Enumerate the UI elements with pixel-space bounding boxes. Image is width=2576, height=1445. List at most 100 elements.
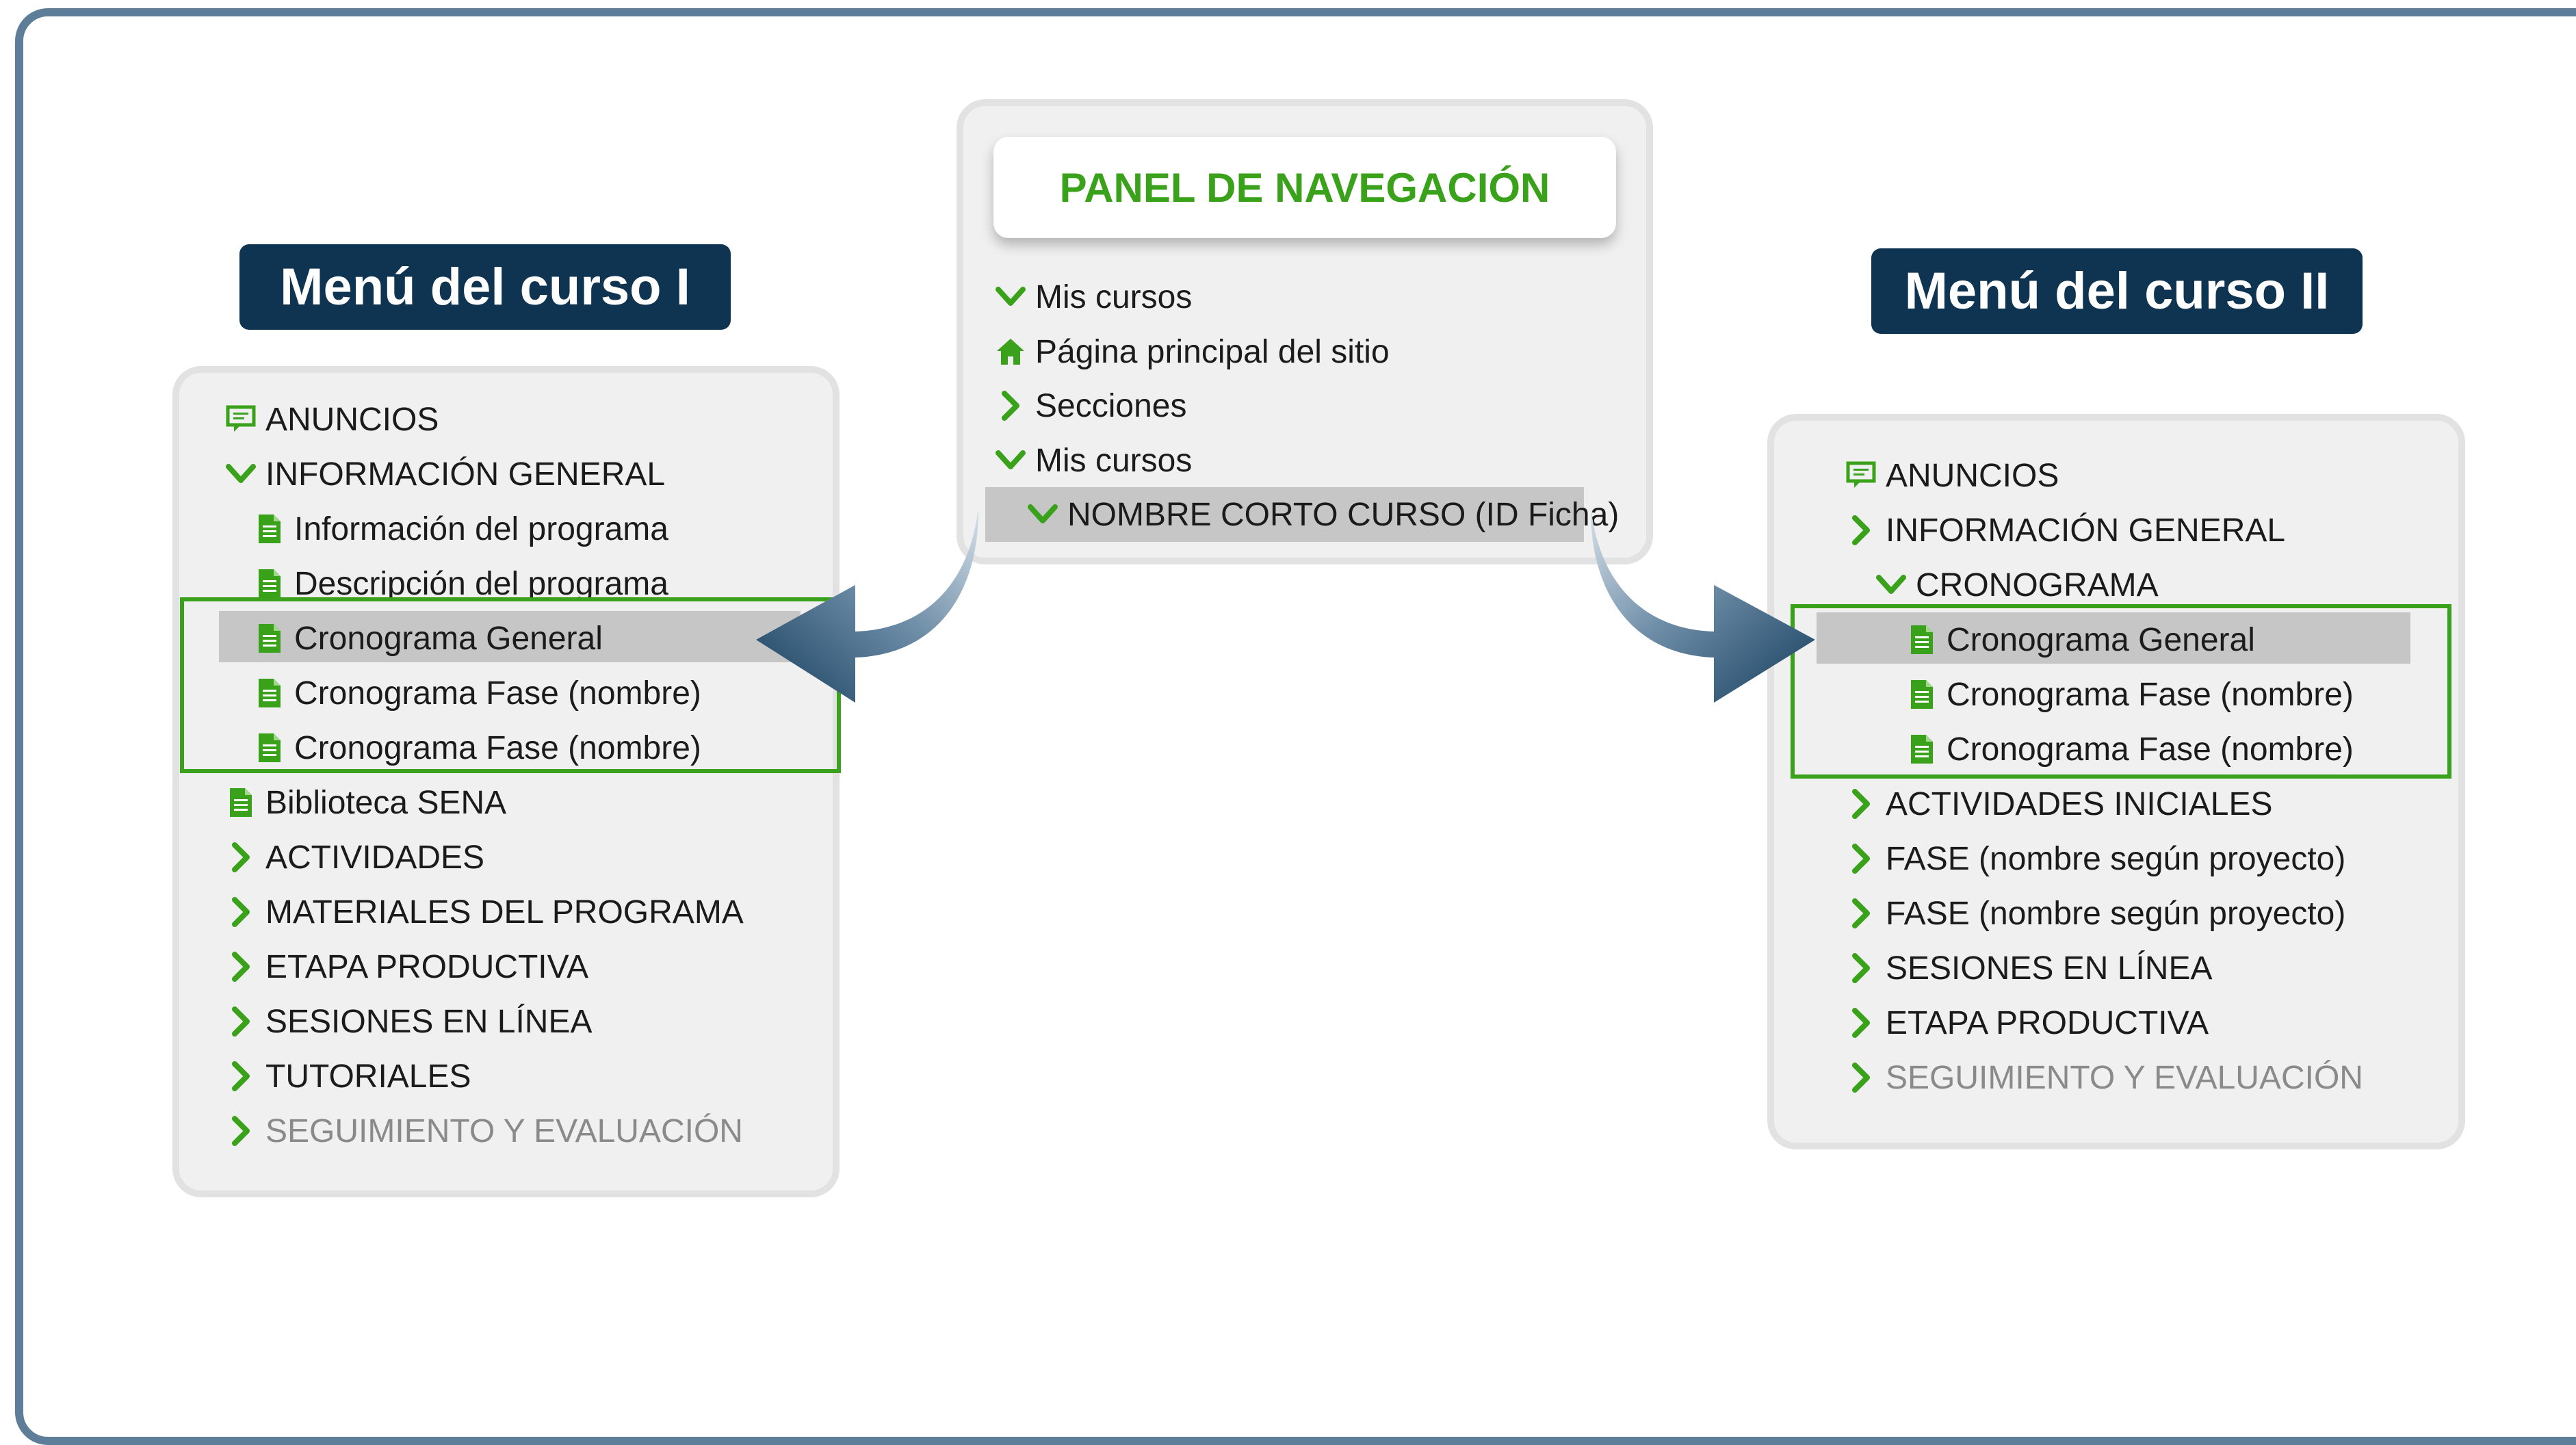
chevron-right-icon (226, 1002, 256, 1041)
right-menu-item[interactable]: FASE (nombre según proyecto) (1846, 886, 2345, 941)
right-highlight-box (1791, 604, 2451, 779)
left-menu-item[interactable]: ACTIVIDADES (226, 830, 484, 885)
menu-item-label: SESIONES EN LÍNEA (265, 1003, 593, 1040)
menu-item-label: FASE (nombre según proyecto) (1886, 840, 2346, 877)
nav-item-course[interactable]: NOMBRE CORTO CURSO (ID Ficha) (985, 487, 1619, 542)
left-menu-item[interactable]: Cronograma Fase (nombre) (255, 666, 701, 720)
left-menu-item[interactable]: Cronograma Fase (nombre) (255, 720, 701, 775)
right-menu-item[interactable]: ETAPA PRODUCTIVA (1846, 995, 2209, 1050)
right-menu-item[interactable]: CRONOGRAMA (1876, 558, 2159, 612)
home-icon (996, 333, 1026, 371)
document-icon (255, 619, 285, 658)
right-curved-arrow (1590, 506, 1815, 703)
chevron-right-icon (226, 948, 256, 986)
document-icon (226, 783, 256, 822)
menu-item-label: SEGUIMIENTO Y EVALUACIÓN (265, 1112, 743, 1149)
chevron-down-icon (1876, 566, 1906, 604)
right-menu-title: Menú del curso II (1871, 248, 2363, 334)
menu-item-label: ANUNCIOS (265, 401, 439, 438)
nav-item-label: Mis cursos (1035, 278, 1193, 315)
nav-item-label: Página principal del sitio (1035, 333, 1390, 370)
nav-item-home[interactable]: Página principal del sitio (996, 324, 1390, 379)
nav-item-mis-cursos[interactable]: Mis cursos (996, 270, 1192, 324)
left-menu-item[interactable]: Descripción del programa (255, 556, 668, 611)
chevron-down-icon (996, 441, 1026, 480)
menu-item-label: Cronograma General (294, 620, 603, 657)
menu-item-label: Información del programa (294, 510, 668, 547)
chevron-right-icon (226, 838, 256, 876)
menu-item-label: Cronograma General (1947, 621, 2255, 658)
left-menu-item[interactable]: Cronograma General (255, 611, 603, 666)
menu-item-label: SEGUIMIENTO Y EVALUACIÓN (1886, 1059, 2363, 1096)
right-menu-item[interactable]: SEGUIMIENTO Y EVALUACIÓN (1846, 1050, 2363, 1105)
chevron-right-icon (1846, 1004, 1876, 1042)
right-menu-item[interactable]: INFORMACIÓN GENERAL (1846, 503, 2285, 558)
chevron-right-icon (226, 1112, 256, 1150)
document-icon (1907, 675, 1937, 714)
nav-item-label: Secciones (1035, 387, 1187, 424)
right-menu-panel (1767, 414, 2465, 1149)
chevron-down-icon (1028, 495, 1058, 534)
left-menu-item[interactable]: ETAPA PRODUCTIVA (226, 939, 588, 994)
announcement-icon (1846, 456, 1876, 495)
document-icon (255, 564, 285, 603)
left-menu-item[interactable]: SESIONES EN LÍNEA (226, 994, 593, 1049)
document-icon (255, 510, 285, 548)
right-menu-item[interactable]: FASE (nombre según proyecto) (1846, 831, 2345, 886)
right-menu-item[interactable]: ANUNCIOS (1846, 448, 2059, 503)
announcement-icon (226, 400, 256, 439)
menu-item-label: INFORMACIÓN GENERAL (1886, 512, 2286, 549)
left-curved-arrow (756, 506, 979, 703)
menu-item-label: Cronograma Fase (nombre) (1947, 731, 2354, 768)
chevron-down-icon (226, 455, 256, 493)
chevron-right-icon (1846, 785, 1876, 823)
nav-item-secciones[interactable]: Secciones (996, 378, 1186, 433)
document-icon (255, 729, 285, 767)
left-menu-item[interactable]: MATERIALES DEL PROGRAMA (226, 885, 744, 939)
menu-item-label: Descripción del programa (294, 565, 668, 602)
chevron-right-icon (1846, 949, 1876, 987)
left-menu-title: Menú del curso I (239, 244, 731, 330)
right-menu-item[interactable]: Cronograma Fase (nombre) (1907, 667, 2354, 722)
left-highlight-box (180, 597, 841, 773)
left-menu-item[interactable]: ANUNCIOS (226, 392, 439, 447)
left-menu-item[interactable]: Biblioteca SENA (226, 775, 506, 830)
left-menu-item[interactable]: INFORMACIÓN GENERAL (226, 447, 665, 502)
left-menu-item[interactable]: Información del programa (255, 502, 668, 556)
chevron-right-icon (996, 387, 1026, 425)
menu-item-label: Cronograma Fase (nombre) (294, 729, 701, 766)
menu-item-label: MATERIALES DEL PROGRAMA (265, 894, 744, 930)
chevron-right-icon (226, 1057, 256, 1095)
right-menu-item[interactable]: Cronograma General (1907, 612, 2255, 667)
chevron-right-icon (1846, 839, 1876, 878)
chevron-right-icon (1846, 511, 1876, 549)
left-menu-item[interactable]: SEGUIMIENTO Y EVALUACIÓN (226, 1104, 743, 1158)
menu-item-label: SESIONES EN LÍNEA (1886, 950, 2213, 987)
right-menu-item[interactable]: SESIONES EN LÍNEA (1846, 941, 2213, 995)
chevron-right-icon (226, 893, 256, 931)
nav-item-mis-cursos-2[interactable]: Mis cursos (996, 433, 1192, 488)
right-menu-item[interactable]: Cronograma Fase (nombre) (1907, 722, 2354, 777)
nav-panel-title: PANEL DE NAVEGACIÓN (993, 137, 1616, 238)
nav-item-label: NOMBRE CORTO CURSO (ID Ficha) (1067, 496, 1619, 533)
left-highlight-row (219, 611, 801, 662)
menu-item-label: FASE (nombre según proyecto) (1886, 895, 2346, 932)
left-menu-item[interactable]: TUTORIALES (226, 1049, 471, 1104)
menu-item-label: ETAPA PRODUCTIVA (1886, 1004, 2209, 1041)
nav-item-label: Mis cursos (1035, 442, 1193, 479)
menu-item-label: Cronograma Fase (nombre) (1947, 676, 2354, 713)
document-icon (1907, 621, 1937, 659)
chevron-down-icon (996, 278, 1026, 316)
menu-item-label: ETAPA PRODUCTIVA (265, 948, 589, 985)
menu-item-label: INFORMACIÓN GENERAL (265, 456, 666, 493)
right-menu-item[interactable]: ACTIVIDADES INICIALES (1846, 777, 2272, 831)
menu-item-label: Cronograma Fase (nombre) (294, 675, 701, 712)
menu-item-label: ACTIVIDADES INICIALES (1886, 785, 2273, 822)
chevron-right-icon (1846, 894, 1876, 933)
left-menu-panel (172, 366, 840, 1197)
menu-item-label: TUTORIALES (265, 1058, 471, 1095)
menu-item-label: Biblioteca SENA (265, 784, 507, 821)
menu-item-label: CRONOGRAMA (1916, 567, 2159, 603)
document-icon (255, 674, 285, 712)
document-icon (1907, 730, 1937, 768)
